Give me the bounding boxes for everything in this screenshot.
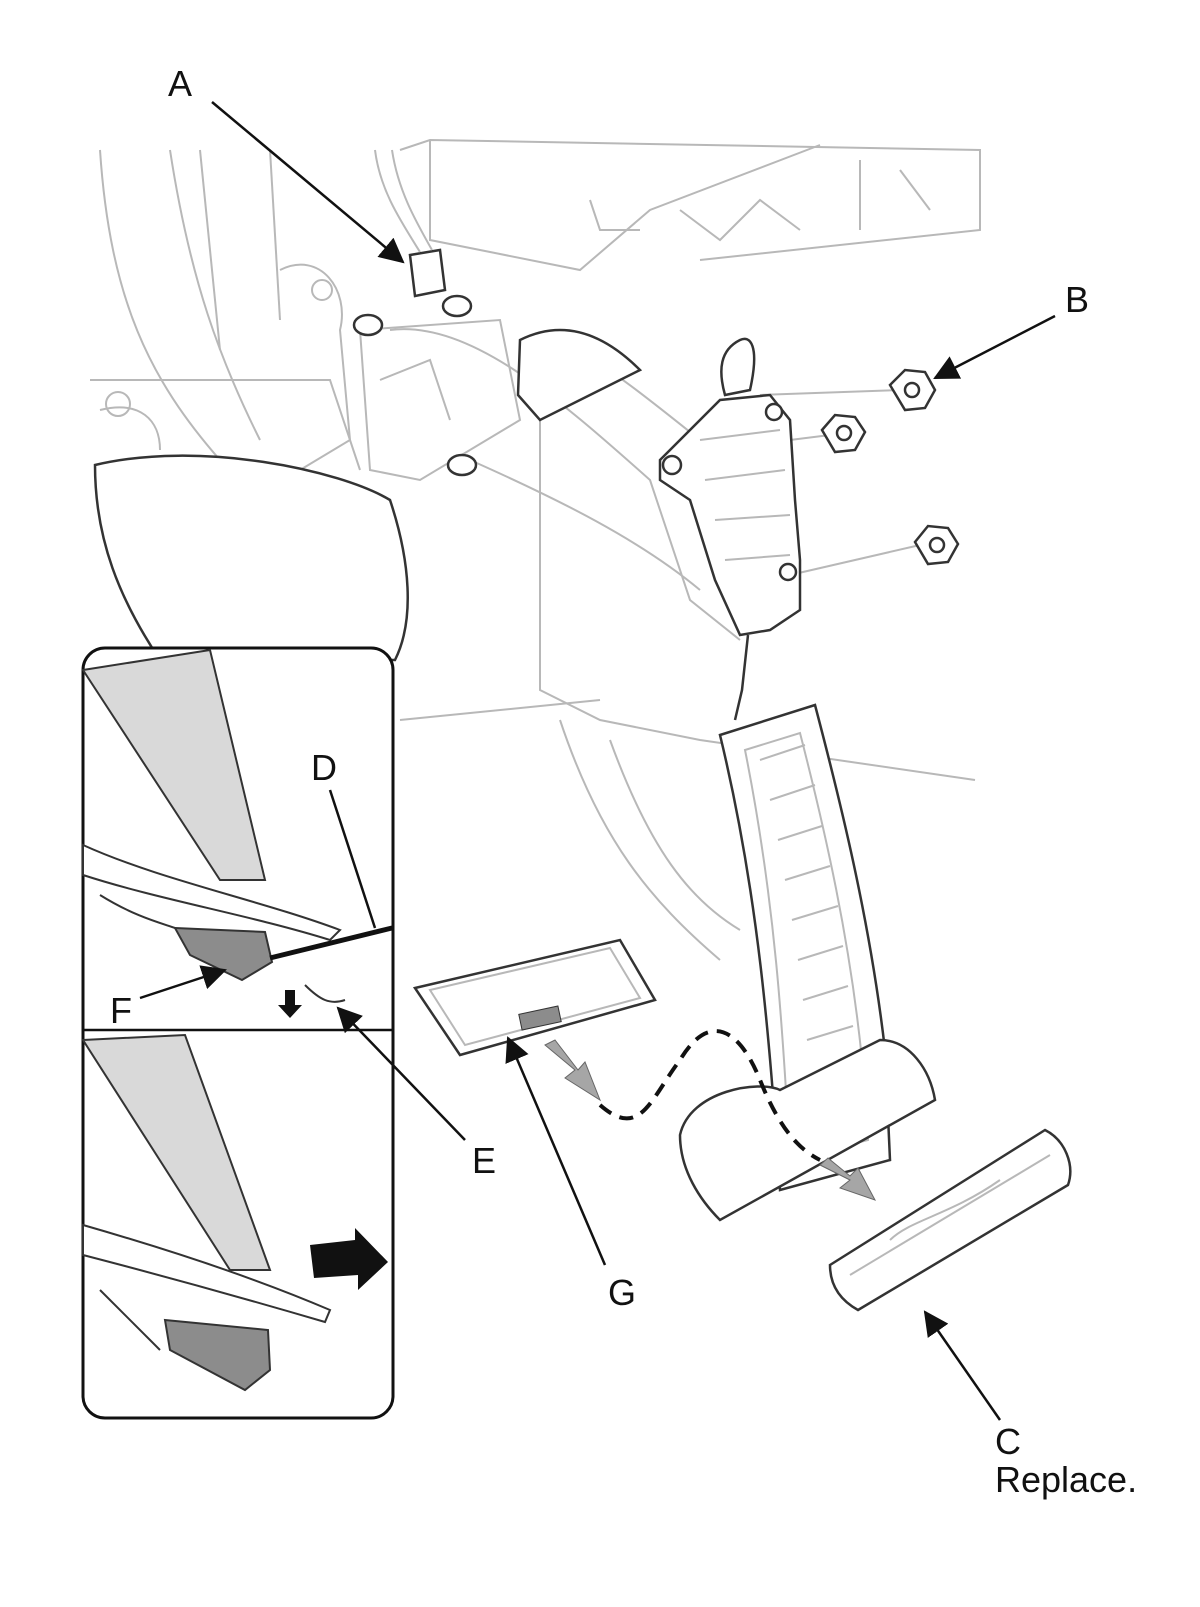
leader-lines xyxy=(139,101,1056,1421)
callout-c-note: Replace. xyxy=(995,1459,1138,1500)
vehicle-structure-background xyxy=(90,138,981,961)
mounting-studs xyxy=(352,294,478,477)
callout-e: E xyxy=(472,1140,497,1181)
side-cover-panel xyxy=(93,454,409,662)
callout-g: G xyxy=(608,1272,637,1313)
callout-a: A xyxy=(168,63,193,104)
pedal-bracket xyxy=(516,328,756,422)
pedal-sensor-module xyxy=(658,393,802,721)
callout-c: C xyxy=(995,1421,1021,1462)
callout-f: F xyxy=(110,990,132,1031)
callout-d: D xyxy=(311,747,337,788)
connector-a-part xyxy=(374,149,447,298)
pedal-base xyxy=(678,1038,937,1222)
mounting-nuts-b xyxy=(820,368,960,566)
movement-indicators xyxy=(544,1029,877,1201)
pedal-cover-c xyxy=(828,1128,1072,1312)
callout-b: B xyxy=(1065,279,1090,320)
clip-plate-g xyxy=(412,938,657,1057)
detail-inset xyxy=(81,646,395,1420)
